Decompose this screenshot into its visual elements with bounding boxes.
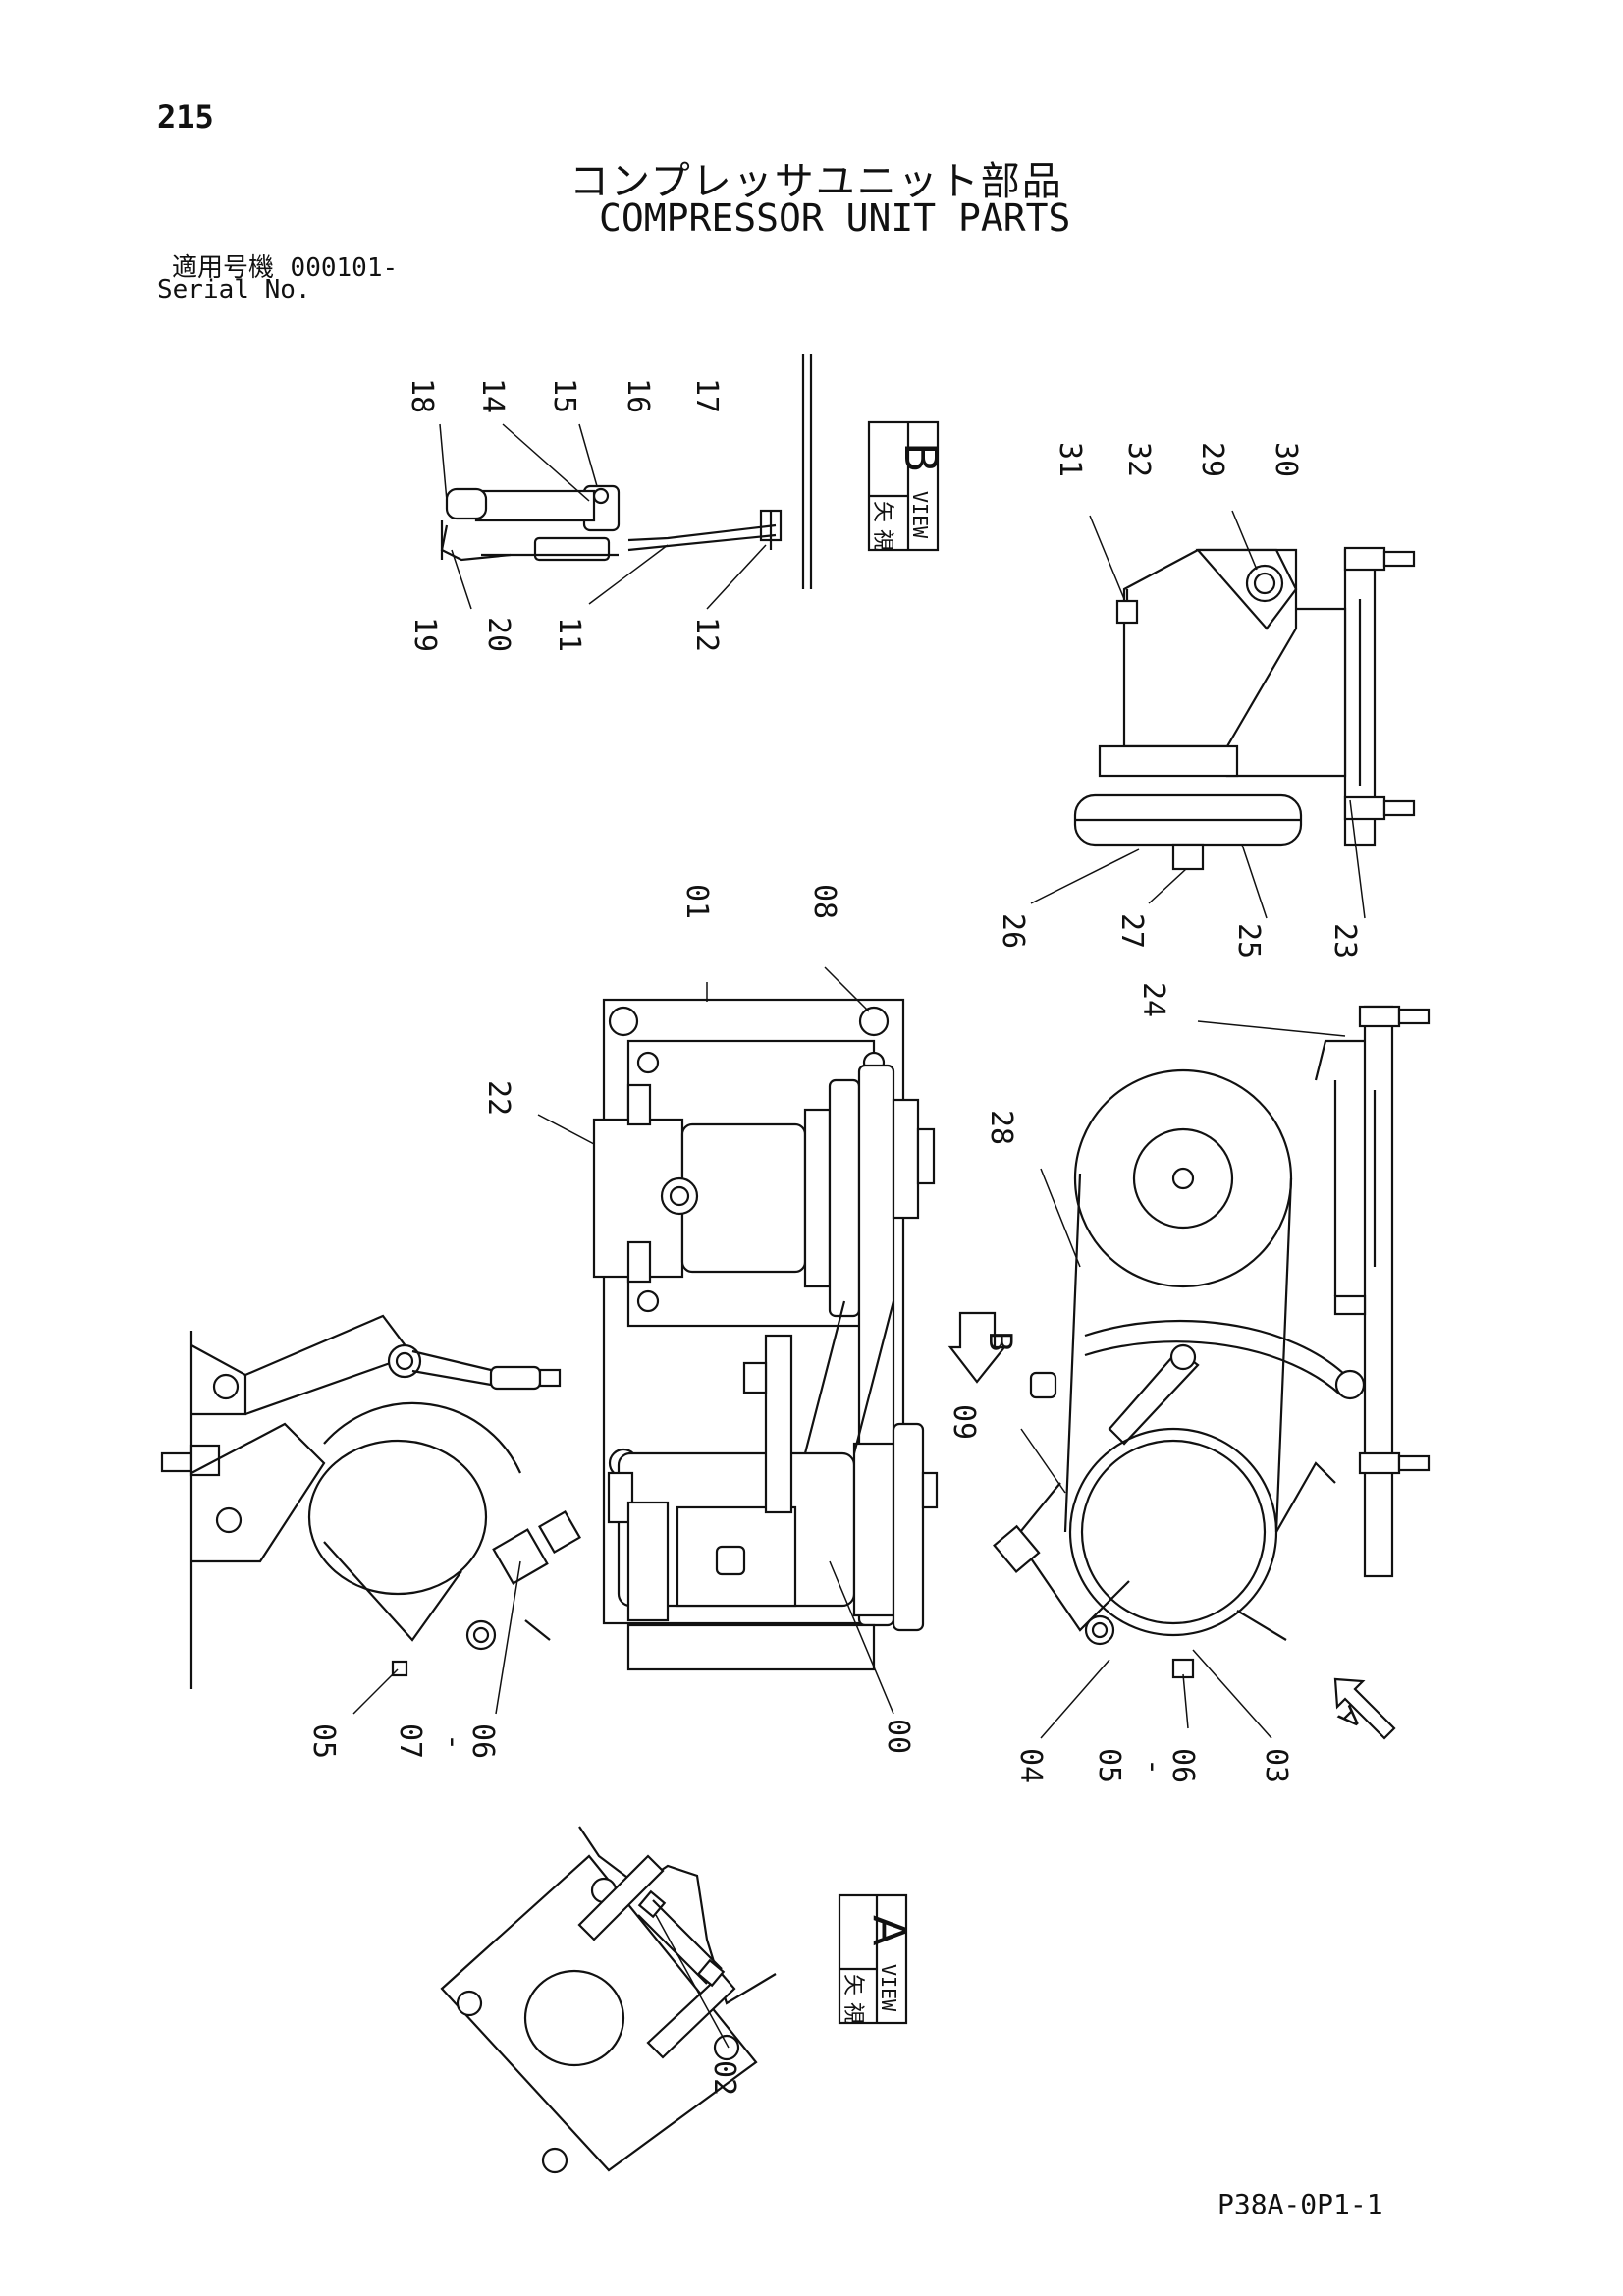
view-a-label: 矢 視 VIEW A bbox=[838, 1893, 916, 2025]
serial-line-japanese: 適用号機 000101- bbox=[172, 247, 398, 284]
view-a-kanji: 矢 視 bbox=[840, 1974, 865, 2024]
callout-01: 01 bbox=[679, 884, 714, 919]
view-a-word: VIEW bbox=[877, 1964, 900, 2012]
left-clamp-view bbox=[160, 1314, 581, 1689]
callout-28: 28 bbox=[984, 1110, 1018, 1145]
callout-25: 25 bbox=[1231, 923, 1266, 958]
bracket-callouts: 18 14 15 16 17 19 20 11 12 bbox=[405, 378, 767, 652]
page-number: 215 bbox=[157, 98, 214, 136]
callout-16: 16 bbox=[621, 378, 655, 413]
page-title-japanese: コンプレッサユニット部品 bbox=[569, 159, 1063, 204]
compressor-side-callouts: 31 32 29 30 26 27 25 23 bbox=[996, 442, 1366, 958]
belt-drive-view bbox=[993, 1005, 1431, 1679]
serial-label-english: Serial No. bbox=[157, 275, 311, 304]
left-clamp-callouts: 05 07 - 06 bbox=[306, 1560, 521, 1759]
callout-06-right: 06 bbox=[1165, 1748, 1200, 1783]
callout-18: 18 bbox=[405, 378, 439, 413]
view-a-callouts: 02 bbox=[655, 1914, 741, 2096]
callout-19: 19 bbox=[407, 617, 442, 652]
callout-30: 30 bbox=[1269, 442, 1303, 477]
callout-31: 31 bbox=[1053, 442, 1087, 477]
callout-02: 02 bbox=[707, 2060, 741, 2096]
callout-14: 14 bbox=[475, 378, 510, 413]
callout-06-left: 06 bbox=[465, 1723, 500, 1759]
callout-17: 17 bbox=[689, 378, 724, 413]
callout-07: 07 bbox=[393, 1723, 427, 1759]
callout-12: 12 bbox=[689, 617, 724, 652]
callout-03: 03 bbox=[1259, 1748, 1293, 1783]
view-b-kanji: 矢 視 bbox=[870, 501, 894, 551]
callout-11: 11 bbox=[552, 617, 586, 652]
belt-drive-callouts: 24 28 09 04 05 - 06 03 bbox=[947, 982, 1346, 1783]
view-b-letter: B bbox=[894, 442, 947, 473]
reference-code: P38A-0P1-1 bbox=[1217, 2188, 1383, 2220]
callout-05-right: 05 bbox=[1092, 1748, 1126, 1783]
center-plan-view bbox=[592, 998, 939, 1671]
callout-27: 27 bbox=[1114, 913, 1149, 949]
callout-23: 23 bbox=[1327, 923, 1362, 958]
callout-09: 09 bbox=[947, 1404, 981, 1440]
center-plan-callouts: 01 08 22 00 bbox=[481, 884, 915, 1754]
callout-29: 29 bbox=[1195, 442, 1229, 477]
callout-dash-05: - bbox=[1136, 1758, 1170, 1776]
view-a-subview bbox=[440, 1826, 777, 2174]
callout-08: 08 bbox=[807, 884, 841, 919]
callout-26: 26 bbox=[996, 913, 1030, 949]
view-a-letter: A bbox=[863, 1915, 916, 1946]
view-arrow-b-letter: B bbox=[982, 1331, 1019, 1352]
page-title-english: COMPRESSOR UNIT PARTS bbox=[599, 196, 1071, 240]
callout-dash-07: - bbox=[436, 1733, 470, 1751]
view-arrow-a: A bbox=[1332, 1677, 1396, 1740]
callout-20: 20 bbox=[481, 617, 515, 652]
serial-label-japanese: 適用号機 bbox=[172, 253, 275, 283]
view-arrow-b: B bbox=[947, 1311, 1019, 1384]
callout-24: 24 bbox=[1136, 982, 1170, 1017]
view-b-word: VIEW bbox=[908, 491, 932, 539]
callout-05-left: 05 bbox=[306, 1723, 341, 1759]
callout-04: 04 bbox=[1013, 1748, 1048, 1783]
callout-32: 32 bbox=[1121, 442, 1156, 477]
callout-22: 22 bbox=[481, 1080, 515, 1116]
serial-value: 000101- bbox=[290, 253, 399, 283]
callout-15: 15 bbox=[547, 378, 581, 413]
callout-00: 00 bbox=[881, 1719, 915, 1754]
bracket-subview bbox=[440, 354, 813, 589]
view-b-label: 矢 視 VIEW B bbox=[867, 420, 947, 552]
compressor-side-view bbox=[1073, 546, 1416, 871]
